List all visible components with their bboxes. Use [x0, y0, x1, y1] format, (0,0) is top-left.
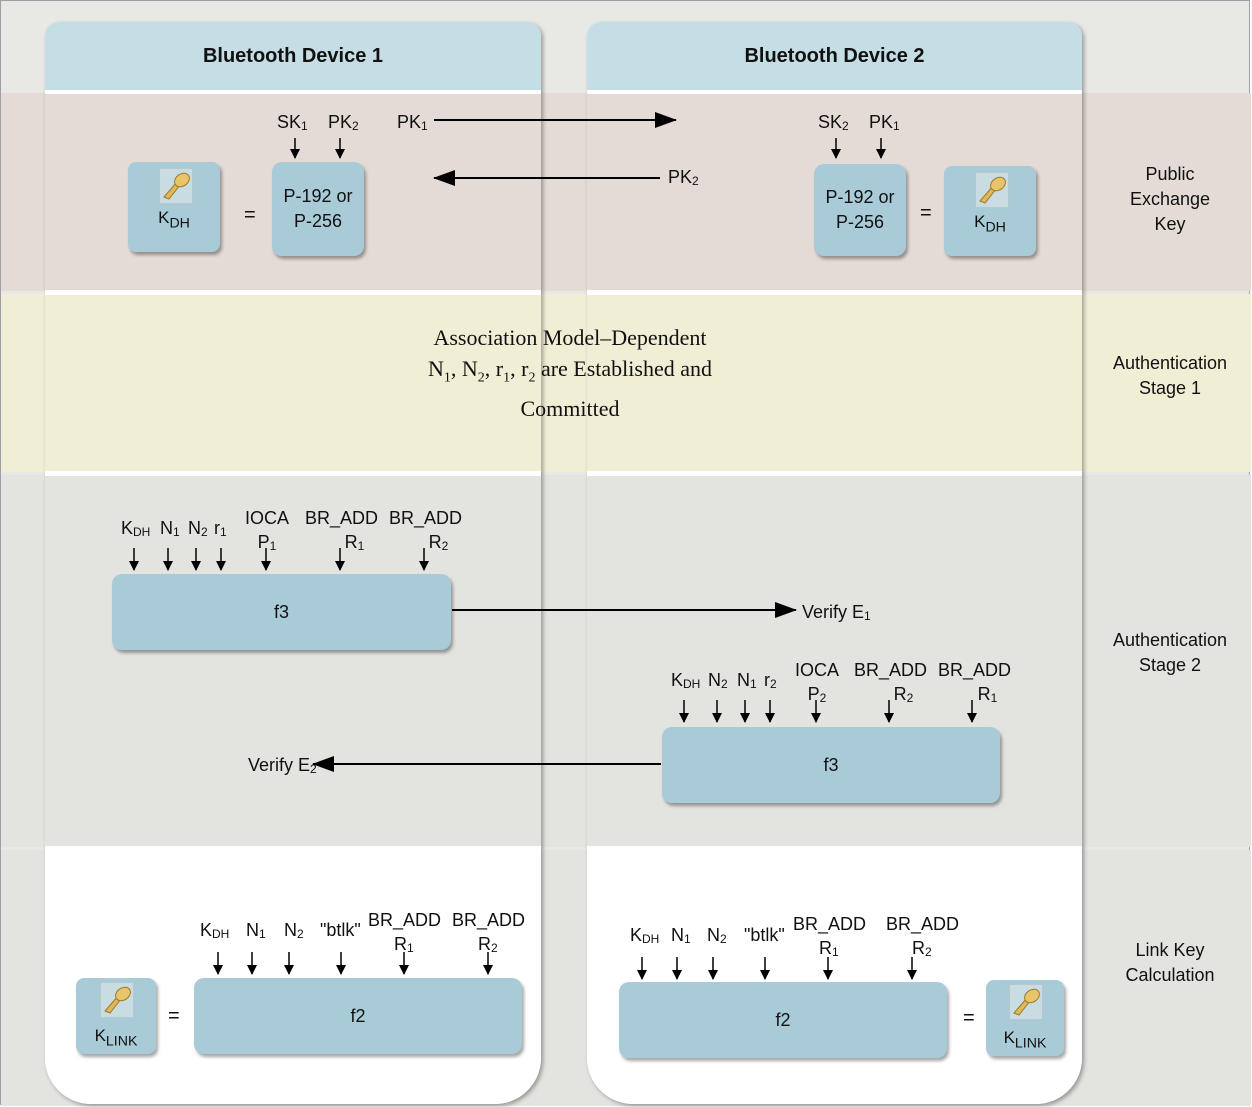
klink-key-label: KLINK [1003, 1028, 1047, 1052]
lk-d1-input-n2: N2 [284, 920, 304, 941]
input-label-sk2: SK2 [818, 112, 849, 133]
send-label-pk2: PK2 [668, 167, 699, 188]
equals-sign: = [963, 1007, 975, 1029]
device2-klink-key-box: KLINK [986, 980, 1064, 1056]
auth1-description: Association Model–Dependent N1, N2, r1, … [360, 322, 780, 424]
stage-label-public-key: Public Exchange Key [1129, 164, 1211, 234]
f2-label: f2 [775, 1009, 791, 1030]
lk-d1-input-n1: N1 [246, 920, 266, 941]
lk-d2-input-n1: N1 [671, 925, 691, 946]
device2-auth1-section [587, 295, 1082, 471]
auth1-line3: Committed [520, 396, 620, 422]
equals-sign: = [244, 204, 256, 226]
lk-d1-input-kdh: KDH [200, 920, 230, 941]
auth2-d1-input-n2: N2 [188, 518, 208, 539]
device2-f3-box: f3 [662, 727, 1000, 803]
key-icon [159, 168, 193, 204]
key-icon [975, 172, 1009, 208]
auth2-d2-input-n1: N1 [737, 670, 757, 691]
device2-title: Bluetooth Device 2 [587, 22, 1082, 92]
key-icon [100, 982, 134, 1018]
curve-label: P-192 or P-256 [283, 186, 353, 231]
f2-label: f2 [350, 1005, 366, 1026]
key-icon [1009, 984, 1043, 1020]
kdh-key-label: KDH [974, 212, 1006, 236]
klink-key-label: KLINK [94, 1026, 138, 1050]
auth1-line1: Association Model–Dependent [433, 325, 707, 350]
lk-d2-input-kdh: KDH [630, 925, 660, 946]
send-label-pk1: PK1 [397, 112, 428, 133]
kdh-key-label: KDH [158, 208, 190, 232]
device1-link-key-section [45, 848, 541, 1104]
curve-label: P-192 or P-256 [825, 187, 895, 232]
device2-f2-box: f2 [619, 982, 947, 1058]
device1-klink-key-box: KLINK [76, 978, 156, 1054]
stage-label-auth2: Authentication Stage 2 [1112, 630, 1228, 675]
device1-f3-box: f3 [112, 574, 451, 650]
device2-link-key-section [587, 848, 1082, 1104]
auth2-d2-input-kdh: KDH [671, 670, 701, 691]
device1-title: Bluetooth Device 1 [45, 22, 541, 92]
device1-auth2-section [45, 476, 541, 846]
equals-sign: = [168, 1005, 180, 1027]
auth2-d1-input-n1: N1 [160, 518, 180, 539]
device1-kdh-key-box: KDH [128, 162, 220, 252]
lk-d2-input-btlk: "btlk" [744, 925, 785, 945]
verify-e1-label: Verify E1 [802, 602, 871, 623]
device2-kdh-key-box: KDH [944, 166, 1036, 256]
auth2-d2-input-n2: N2 [708, 670, 728, 691]
auth2-d2-input-r2: r2 [764, 670, 777, 691]
stage-label-link-key: Link Key Calculation [1125, 940, 1215, 985]
f3-label: f3 [273, 601, 289, 622]
device1-f2-box: f2 [194, 978, 522, 1054]
input-label-pk1: PK1 [869, 112, 900, 133]
stage-label-auth1: Authentication Stage 1 [1112, 353, 1228, 398]
device1-curve-box: P-192 or P-256 [272, 162, 364, 256]
device2-curve-box: P-192 or P-256 [814, 164, 906, 256]
input-label-sk1: SK1 [277, 112, 308, 133]
equals-sign: = [920, 202, 932, 224]
auth2-d1-input-kdh: KDH [121, 518, 151, 539]
input-label-pk2: PK2 [328, 112, 359, 133]
auth1-line2: N1, N2, r1, r2 are Established and [428, 356, 712, 386]
device1-auth1-section [45, 295, 541, 471]
auth2-d1-input-r1: r1 [214, 518, 227, 539]
lk-d2-input-n2: N2 [707, 925, 727, 946]
lk-d1-input-btlk: "btlk" [320, 920, 361, 940]
f3-label: f3 [823, 754, 839, 775]
